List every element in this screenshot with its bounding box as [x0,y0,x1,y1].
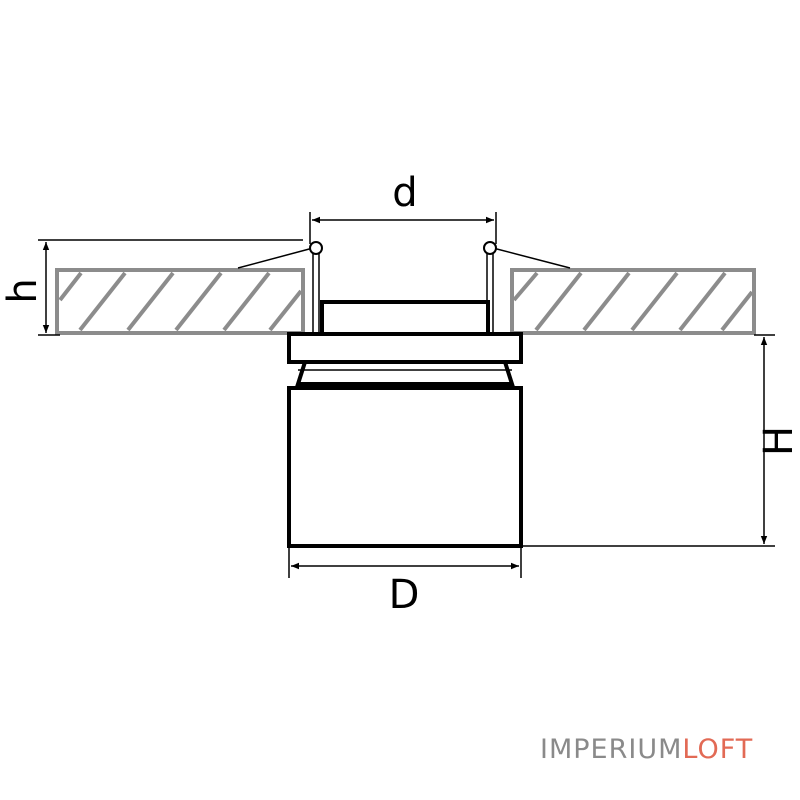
ceiling-slab-left [55,268,305,335]
dimension-d [309,212,497,244]
brand-logo: IMPERIUMLOFT [540,734,753,765]
label-h: h [0,278,46,303]
spring-clip-left [237,241,323,332]
label-D: D [389,572,420,618]
dimension-H [521,334,775,547]
fixture-neck [295,361,515,386]
spring-clip-right [483,241,571,332]
fixture-top-housing [320,300,490,336]
ceiling-slab-right [510,268,756,335]
fixture-body [287,300,523,548]
brand-logo-part1: IMPERIUM [540,734,683,765]
brand-logo-part2: LOFT [682,734,754,765]
label-d: d [392,170,417,216]
fixture-flange [287,332,523,364]
fixture-cylinder [287,386,523,548]
dimension-D [288,546,522,578]
label-H: H [756,426,800,456]
dimension-h [38,239,303,336]
